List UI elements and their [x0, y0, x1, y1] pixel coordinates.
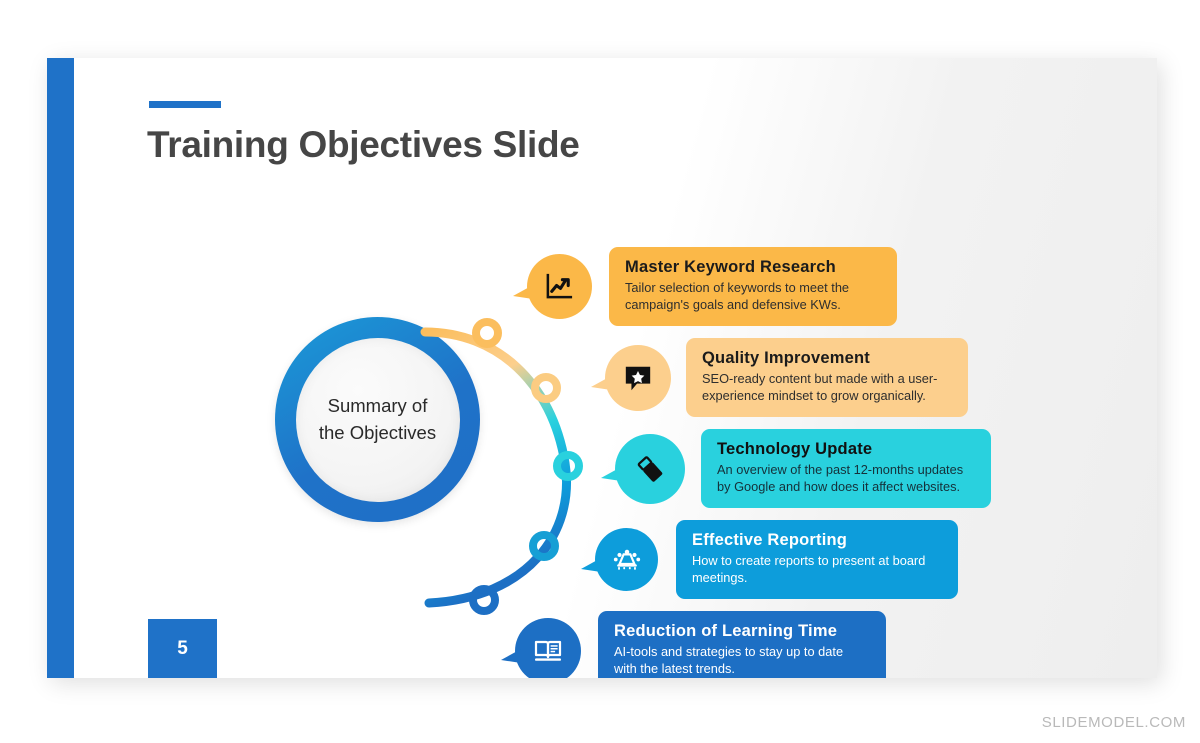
- objective-icon-bubble-2[interactable]: [605, 344, 671, 411]
- summary-circle[interactable]: Summary of the Objectives: [275, 317, 480, 522]
- objective-icon-bubble-3[interactable]: [615, 433, 685, 504]
- objective-title-4: Effective Reporting: [692, 531, 848, 549]
- objective-card-1[interactable]: Master Keyword Research Tailor selection…: [609, 247, 897, 327]
- chart-trending-up-icon: [544, 271, 575, 302]
- usb-drive-icon: [635, 454, 665, 484]
- speech-bubble-star-icon: [623, 363, 653, 393]
- objective-card-3[interactable]: Technology Update An overview of the pas…: [701, 429, 991, 509]
- slide-canvas: Training Objectives Slide 5 Summary of t…: [47, 58, 1157, 678]
- objective-card-4[interactable]: Effective Reporting How to create report…: [676, 520, 958, 600]
- objective-icon-bubble-1[interactable]: [527, 254, 592, 320]
- objective-desc-2: SEO-ready content but made with a user- …: [702, 371, 938, 404]
- objective-icon-bubble-4[interactable]: [595, 528, 658, 592]
- objective-desc-3: An overview of the past 12-months update…: [717, 462, 964, 495]
- title-underline-rule: [149, 101, 221, 108]
- objective-title-5: Reduction of Learning Time: [614, 622, 838, 640]
- objective-row-4[interactable]: Effective Reporting How to create report…: [595, 520, 958, 600]
- objective-title-3: Technology Update: [717, 440, 873, 458]
- page-title: Training Objectives Slide: [147, 124, 580, 165]
- summary-label: Summary of the Objectives: [318, 394, 437, 443]
- objective-desc-5: AI-tools and strategies to stay up to da…: [614, 644, 844, 677]
- objective-desc-1: Tailor selection of keywords to meet the…: [625, 280, 850, 313]
- objective-card-5[interactable]: Reduction of Learning Time AI-tools and …: [598, 611, 886, 678]
- objective-desc-4: How to create reports to present at boar…: [692, 553, 926, 586]
- left-accent-bar: [47, 58, 74, 678]
- objective-row-5[interactable]: Reduction of Learning Time AI-tools and …: [515, 611, 886, 678]
- objective-icon-bubble-5[interactable]: [515, 617, 581, 678]
- meeting-table-icon: [612, 545, 642, 575]
- open-book-icon: [532, 635, 564, 667]
- objective-row-2[interactable]: Quality Improvement SEO-ready content bu…: [605, 338, 968, 418]
- objective-row-1[interactable]: Master Keyword Research Tailor selection…: [527, 247, 897, 327]
- objective-title-1: Master Keyword Research: [625, 258, 836, 276]
- objective-title-2: Quality Improvement: [702, 349, 870, 367]
- watermark: SLIDEMODEL.COM: [1041, 714, 1186, 731]
- objective-row-3[interactable]: Technology Update An overview of the pas…: [615, 429, 991, 509]
- summary-circle-inner: Summary of the Objectives: [295, 337, 460, 502]
- objective-card-2[interactable]: Quality Improvement SEO-ready content bu…: [686, 338, 968, 418]
- page-number-badge: 5: [148, 619, 217, 678]
